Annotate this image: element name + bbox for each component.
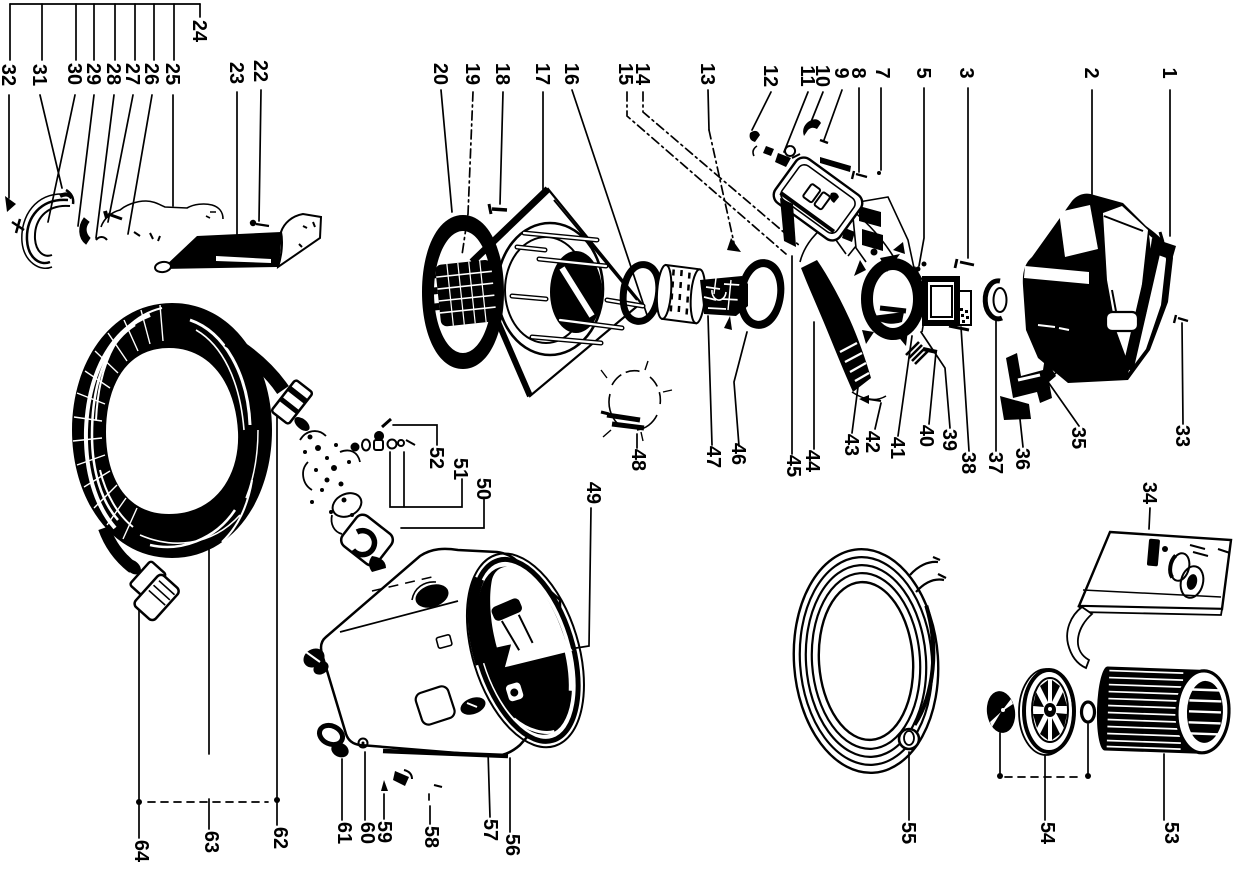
svg-text:17: 17 — [531, 63, 553, 85]
svg-text:25: 25 — [161, 63, 183, 85]
svg-text:27: 27 — [121, 63, 143, 85]
svg-text:50: 50 — [472, 478, 494, 500]
svg-text:2: 2 — [1080, 67, 1102, 78]
svg-text:64: 64 — [130, 840, 152, 863]
svg-text:34: 34 — [1138, 482, 1160, 505]
svg-text:61: 61 — [333, 822, 355, 844]
svg-text:49: 49 — [582, 482, 604, 504]
svg-text:45: 45 — [782, 455, 804, 477]
svg-text:31: 31 — [28, 64, 50, 86]
svg-text:1: 1 — [1158, 67, 1180, 78]
svg-text:29: 29 — [82, 63, 104, 85]
svg-text:11: 11 — [796, 65, 818, 86]
svg-text:55: 55 — [897, 822, 919, 844]
svg-text:7: 7 — [871, 67, 893, 78]
svg-text:9: 9 — [830, 67, 852, 78]
svg-text:32: 32 — [0, 64, 19, 86]
svg-text:28: 28 — [102, 63, 124, 85]
svg-text:14: 14 — [631, 63, 653, 86]
svg-text:41: 41 — [886, 437, 908, 459]
svg-text:26: 26 — [140, 63, 162, 85]
svg-text:62: 62 — [269, 827, 291, 849]
svg-text:42: 42 — [861, 431, 883, 453]
svg-text:38: 38 — [957, 452, 979, 474]
svg-text:47: 47 — [702, 446, 724, 468]
svg-text:40: 40 — [915, 425, 937, 447]
svg-text:46: 46 — [727, 443, 749, 465]
svg-text:52: 52 — [425, 447, 447, 469]
svg-text:18: 18 — [491, 63, 513, 85]
svg-text:37: 37 — [984, 452, 1006, 474]
svg-text:30: 30 — [63, 63, 85, 85]
svg-text:51: 51 — [449, 458, 471, 480]
svg-text:59: 59 — [373, 821, 395, 843]
svg-text:3: 3 — [955, 67, 977, 78]
svg-text:48: 48 — [627, 449, 649, 471]
svg-text:39: 39 — [938, 429, 960, 451]
svg-text:8: 8 — [847, 67, 869, 78]
svg-text:15: 15 — [614, 63, 636, 85]
svg-text:5: 5 — [912, 67, 934, 78]
svg-text:12: 12 — [759, 65, 781, 87]
svg-text:54: 54 — [1036, 822, 1058, 845]
svg-text:10: 10 — [811, 65, 833, 87]
svg-text:33: 33 — [1171, 425, 1193, 447]
svg-text:44: 44 — [801, 450, 823, 473]
svg-text:58: 58 — [420, 826, 442, 848]
svg-text:19: 19 — [461, 63, 483, 85]
svg-text:53: 53 — [1160, 822, 1182, 844]
svg-text:60: 60 — [356, 822, 378, 844]
svg-text:24: 24 — [188, 20, 210, 43]
svg-text:43: 43 — [840, 434, 862, 456]
svg-text:63: 63 — [200, 831, 222, 853]
svg-text:36: 36 — [1011, 448, 1033, 470]
svg-text:13: 13 — [696, 63, 718, 85]
svg-text:16: 16 — [560, 63, 582, 85]
svg-text:57: 57 — [479, 819, 501, 841]
svg-text:22: 22 — [249, 60, 271, 82]
svg-text:20: 20 — [429, 63, 451, 85]
svg-text:23: 23 — [225, 62, 247, 84]
svg-text:56: 56 — [501, 834, 523, 856]
svg-text:35: 35 — [1067, 427, 1089, 449]
